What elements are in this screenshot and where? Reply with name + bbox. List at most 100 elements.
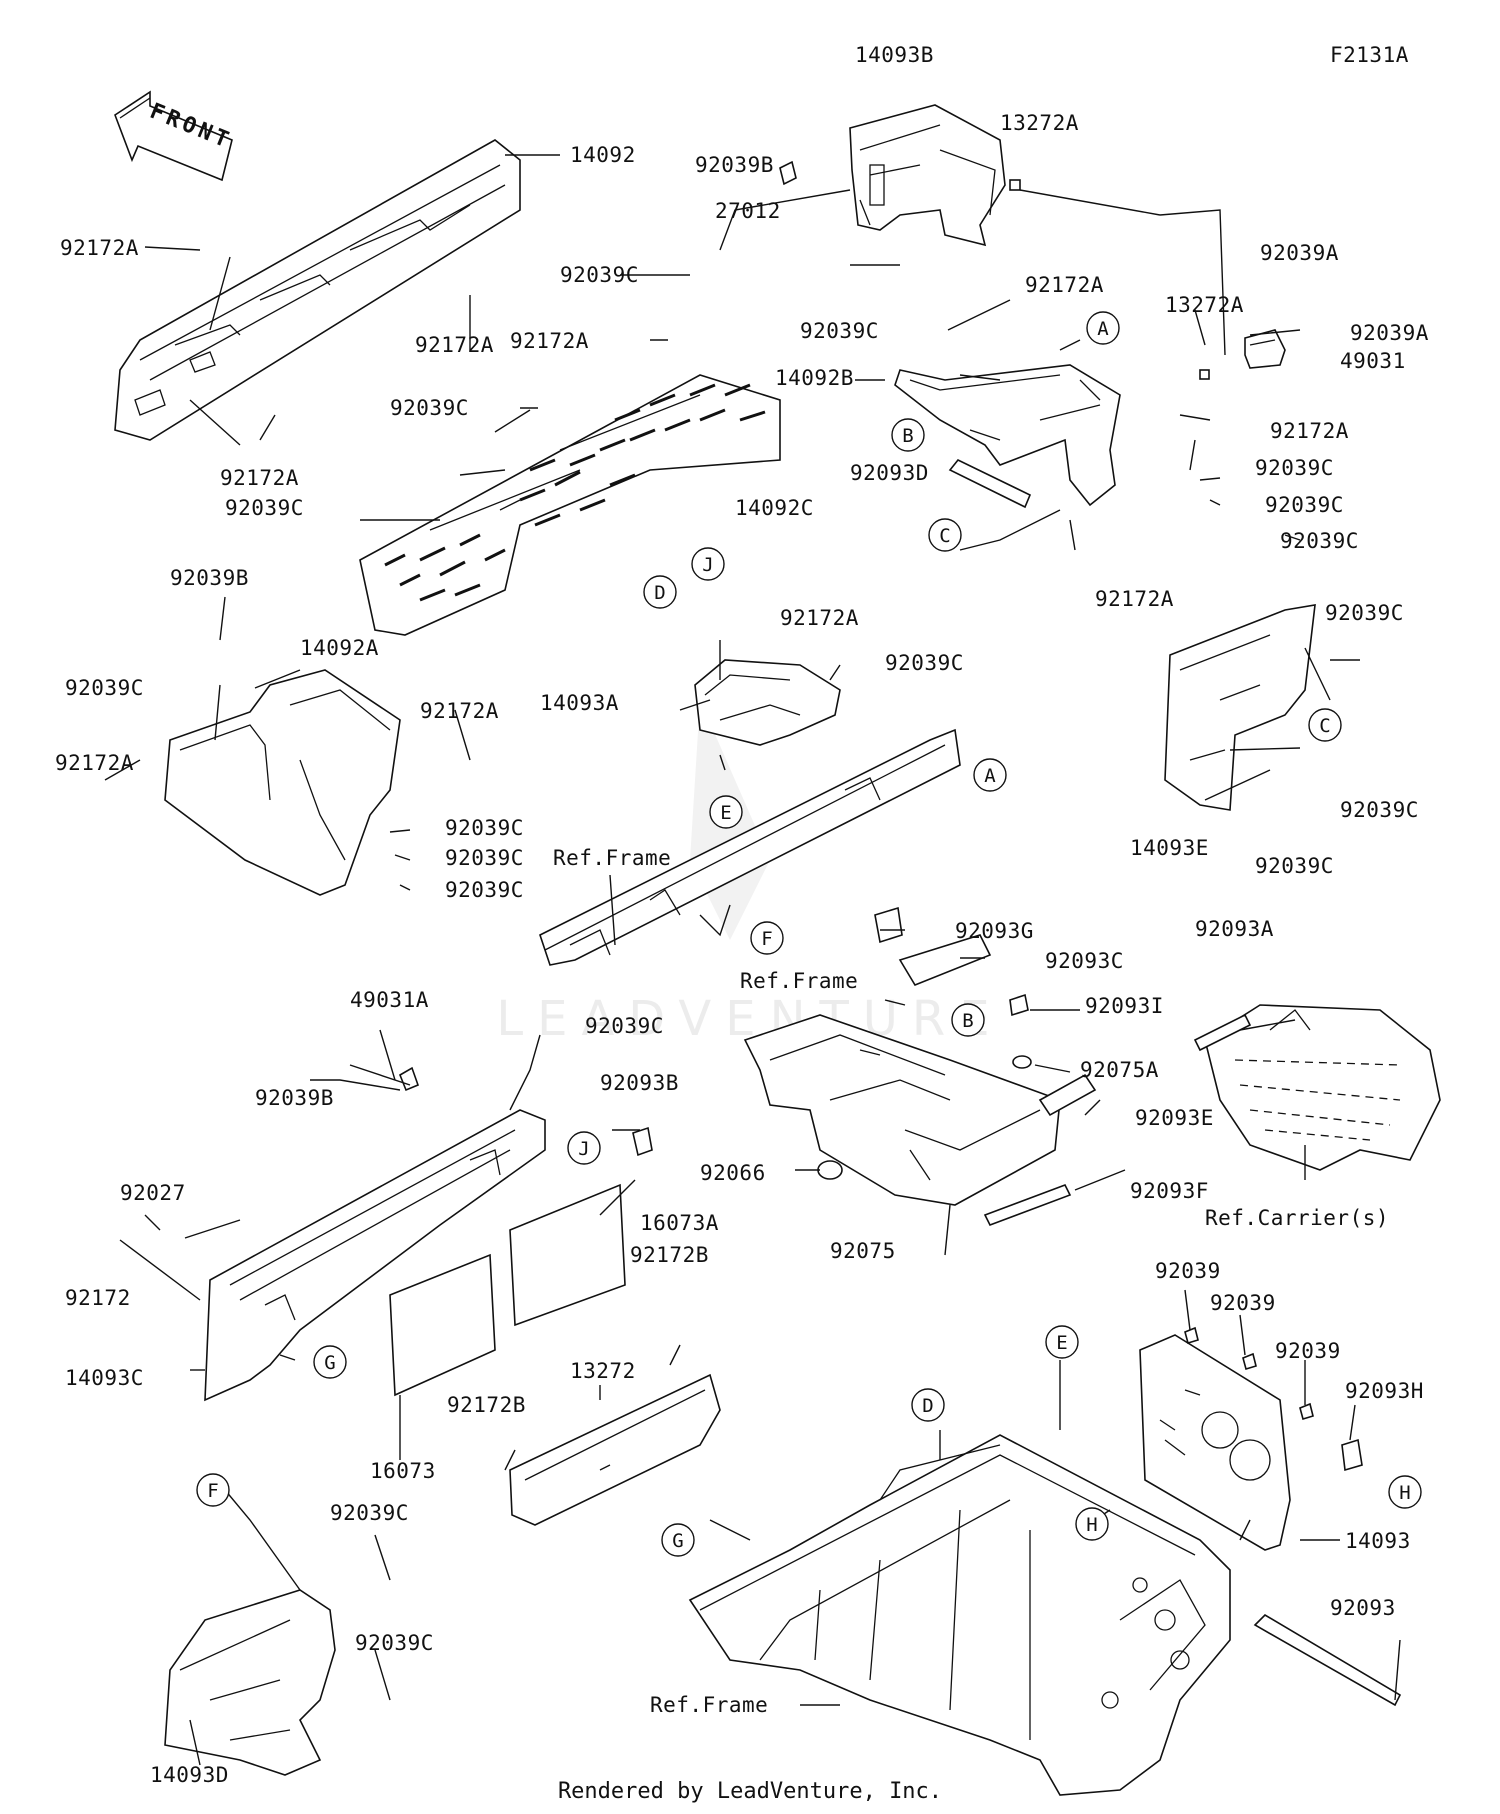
callout-refframe_c[interactable]: Ref.Frame — [650, 1693, 768, 1717]
callout-92172a_a[interactable]: 92172A — [60, 236, 139, 260]
reference-marker-j2[interactable]: J — [567, 1131, 601, 1165]
callout-92075[interactable]: 92075 — [830, 1239, 896, 1263]
part-49031[interactable] — [1244, 329, 1286, 369]
reference-marker-c2[interactable]: C — [1308, 708, 1342, 742]
callout-92093[interactable]: 92093 — [1330, 1596, 1396, 1620]
callout-92039b_a[interactable]: 92039B — [695, 153, 774, 177]
part-92075A[interactable] — [1012, 1055, 1032, 1069]
reference-marker-a1[interactable]: A — [1086, 311, 1120, 345]
part-14092A[interactable] — [164, 669, 401, 896]
reference-marker-e1[interactable]: E — [709, 795, 743, 829]
callout-92093b[interactable]: 92093B — [600, 1071, 679, 1095]
part-92093F[interactable] — [983, 1183, 1072, 1227]
callout-92039c_p[interactable]: 92039C — [585, 1014, 664, 1038]
callout-f2131a[interactable]: F2131A — [1330, 43, 1409, 67]
callout-92039_c[interactable]: 92039 — [1275, 1339, 1341, 1363]
part-14092C-floor-mat[interactable] — [359, 374, 781, 636]
callout-92027[interactable]: 92027 — [120, 1181, 186, 1205]
part-frame-center-assembly[interactable] — [743, 1014, 1061, 1206]
callout-27012[interactable]: 27012 — [715, 199, 781, 223]
part-13272A-upper[interactable] — [1009, 179, 1021, 191]
part-92093H[interactable] — [1341, 1438, 1363, 1472]
part-13272A-lower[interactable] — [1199, 369, 1210, 380]
callout-92039c_k[interactable]: 92039C — [1340, 798, 1419, 822]
callout-14092c[interactable]: 14092C — [735, 496, 814, 520]
reference-marker-f1[interactable]: F — [750, 921, 784, 955]
callout-92039c_q[interactable]: 92039C — [330, 1501, 409, 1525]
callout-92172a_i[interactable]: 92172A — [420, 699, 499, 723]
callout-92039c_b[interactable]: 92039C — [800, 319, 879, 343]
reference-marker-h2[interactable]: H — [1388, 1475, 1422, 1509]
callout-92093g[interactable]: 92093G — [955, 919, 1034, 943]
callout-92039c_f[interactable]: 92039C — [1265, 493, 1344, 517]
callout-refframe_a[interactable]: Ref.Frame — [553, 846, 671, 870]
callout-92039b_c[interactable]: 92039B — [255, 1086, 334, 1110]
reference-marker-h1[interactable]: H — [1075, 1507, 1109, 1541]
part-92093A[interactable] — [1193, 1013, 1252, 1052]
callout-92066[interactable]: 92066 — [700, 1161, 766, 1185]
reference-marker-j1[interactable]: J — [691, 547, 725, 581]
part-49031A[interactable] — [399, 1066, 420, 1092]
callout-refframe_b[interactable]: Ref.Frame — [740, 969, 858, 993]
callout-92039c_m[interactable]: 92039C — [445, 846, 524, 870]
part-92093I[interactable] — [1009, 993, 1029, 1017]
reference-marker-f2[interactable]: F — [196, 1473, 230, 1507]
part-14093B[interactable] — [849, 104, 1006, 247]
callout-92172a_b[interactable]: 92172A — [415, 333, 494, 357]
callout-14093c[interactable]: 14093C — [65, 1366, 144, 1390]
reference-marker-g2[interactable]: G — [661, 1523, 695, 1557]
part-14092B[interactable] — [894, 364, 1121, 507]
reference-marker-c1[interactable]: C — [928, 518, 962, 552]
callout-13272a_b[interactable]: 13272A — [1165, 293, 1244, 317]
callout-14093d[interactable]: 14093D — [150, 1763, 229, 1787]
callout-14092[interactable]: 14092 — [570, 143, 636, 167]
callout-16073[interactable]: 16073 — [370, 1459, 436, 1483]
callout-92039_b[interactable]: 92039 — [1210, 1291, 1276, 1315]
callout-92039c_n[interactable]: 92039C — [445, 878, 524, 902]
callout-92039c_l[interactable]: 92039C — [445, 816, 524, 840]
callout-92093a[interactable]: 92093A — [1195, 917, 1274, 941]
callout-92172[interactable]: 92172 — [65, 1286, 131, 1310]
callout-92039a_a[interactable]: 92039A — [1260, 241, 1339, 265]
part-14093D[interactable] — [164, 1589, 336, 1776]
callout-92093i[interactable]: 92093I — [1085, 994, 1164, 1018]
callout-92172a_h[interactable]: 92172A — [55, 751, 134, 775]
part-27012[interactable] — [779, 160, 797, 186]
callout-92039c_a[interactable]: 92039C — [560, 263, 639, 287]
part-92093D[interactable] — [948, 459, 1032, 509]
part-14093[interactable] — [1139, 1334, 1291, 1551]
callout-92039c_o[interactable]: 92039C — [1255, 854, 1334, 878]
part-92093C[interactable] — [898, 934, 992, 986]
callout-refcarrier[interactable]: Ref.Carrier(s) — [1205, 1206, 1389, 1230]
callout-92093f[interactable]: 92093F — [1130, 1179, 1209, 1203]
callout-92039c_d[interactable]: 92039C — [225, 496, 304, 520]
callout-92039a_b[interactable]: 92039A — [1350, 321, 1429, 345]
part-16073[interactable] — [389, 1253, 496, 1397]
callout-92093d[interactable]: 92093D — [850, 461, 929, 485]
part-14092[interactable] — [114, 139, 521, 441]
callout-92039c_i[interactable]: 92039C — [65, 676, 144, 700]
callout-92039c_j[interactable]: 92039C — [885, 651, 964, 675]
callout-14093a[interactable]: 14093A — [540, 691, 619, 715]
callout-92039_a[interactable]: 92039 — [1155, 1259, 1221, 1283]
part-92066[interactable] — [817, 1160, 843, 1180]
callout-92172a_e[interactable]: 92172A — [220, 466, 299, 490]
callout-92172a_c[interactable]: 92172A — [1025, 273, 1104, 297]
reference-marker-b1[interactable]: B — [891, 418, 925, 452]
reference-marker-d2[interactable]: D — [911, 1388, 945, 1422]
callout-92172a_d[interactable]: 92172A — [510, 329, 589, 353]
reference-marker-a2[interactable]: A — [973, 758, 1007, 792]
part-14093A[interactable] — [694, 659, 841, 746]
callout-92075a[interactable]: 92075A — [1080, 1058, 1159, 1082]
part-92093[interactable] — [1253, 1613, 1402, 1707]
callout-92172a_j[interactable]: 92172A — [780, 606, 859, 630]
callout-13272[interactable]: 13272 — [570, 1359, 636, 1383]
callout-14093b[interactable]: 14093B — [855, 43, 934, 67]
reference-marker-e2[interactable]: E — [1045, 1325, 1079, 1359]
part-92093G[interactable] — [874, 906, 903, 944]
callout-14092a[interactable]: 14092A — [300, 636, 379, 660]
callout-49031a[interactable]: 49031A — [350, 988, 429, 1012]
reference-marker-g1[interactable]: G — [313, 1345, 347, 1379]
callout-92039c_c[interactable]: 92039C — [390, 396, 469, 420]
reference-marker-b2[interactable]: B — [951, 1003, 985, 1037]
